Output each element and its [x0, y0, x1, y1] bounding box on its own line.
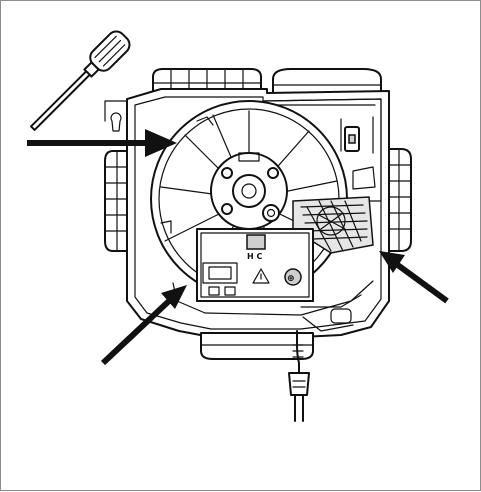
- arrow-left-upper: [27, 129, 177, 157]
- power-cable: [292, 330, 304, 374]
- control-box: H C ⊕: [196, 228, 314, 302]
- screwdriver: [30, 30, 131, 131]
- arrow-left-lower: [100, 285, 187, 366]
- top-collar-right: [272, 68, 382, 94]
- side-collar-left: [104, 150, 130, 252]
- round-symbol: ⊕: [287, 274, 295, 284]
- warning-icon: [252, 268, 270, 284]
- cable-channel: [172, 280, 374, 332]
- power-plug-icon: [288, 372, 310, 422]
- ground-symbol-icon: [284, 268, 302, 286]
- control-socket: [246, 234, 266, 250]
- keyhole-icon: [110, 112, 122, 132]
- socket-label: H C: [247, 252, 262, 261]
- arrow-right-lower: [379, 251, 449, 304]
